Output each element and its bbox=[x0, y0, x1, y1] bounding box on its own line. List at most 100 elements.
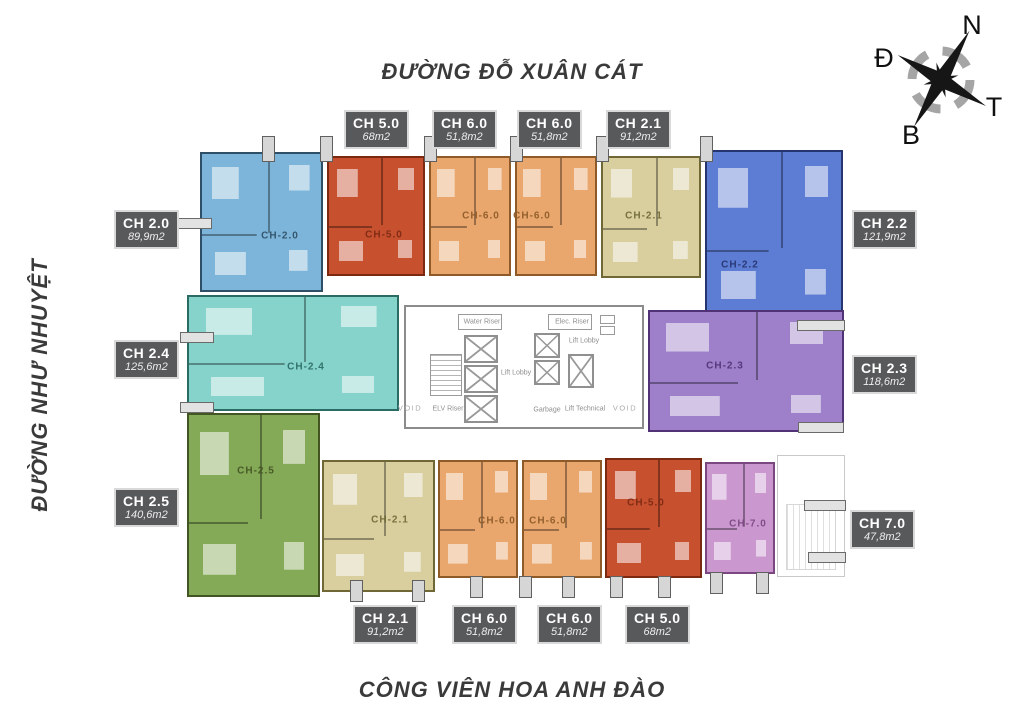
wall-pier bbox=[519, 576, 532, 598]
badge-ch-6-0-top-1: CH 6.0 51,8m2 bbox=[432, 110, 497, 149]
wall-pier bbox=[658, 576, 671, 598]
badge-name: CH 2.3 bbox=[861, 360, 908, 376]
core-label-lift-lobby: Lift Lobby bbox=[500, 369, 532, 377]
compass-star bbox=[897, 30, 987, 127]
badge-ch-6-0-top-2: CH 6.0 51,8m2 bbox=[517, 110, 582, 149]
plan-label-ch-2-1-top: CH-2.1 bbox=[625, 210, 663, 222]
badge-ch-5-0-top: CH 5.0 68m2 bbox=[344, 110, 409, 149]
unit-ch-2-0 bbox=[200, 152, 323, 292]
badge-ch-6-0-bottom-1: CH 6.0 51,8m2 bbox=[452, 605, 517, 644]
wall-pier bbox=[412, 580, 425, 602]
balcony-slab bbox=[808, 552, 846, 563]
wall-pier bbox=[596, 136, 609, 162]
badge-name: CH 6.0 bbox=[546, 610, 593, 626]
compass-b-label: B bbox=[902, 120, 920, 150]
chute-box bbox=[600, 315, 615, 324]
unit-ch-2-1-bottom bbox=[322, 460, 435, 592]
plan-label-ch-2-0: CH-2.0 bbox=[261, 230, 299, 242]
wall-pier bbox=[710, 572, 723, 594]
wall-pier bbox=[320, 136, 333, 162]
unit-ch-6-0-top-1 bbox=[429, 156, 511, 276]
core-label-garbage: Garbage bbox=[533, 406, 561, 414]
badge-name: CH 5.0 bbox=[634, 610, 681, 626]
wall-pier bbox=[350, 580, 363, 602]
core-label-lift-lobby-2: Lift Lobby bbox=[568, 337, 600, 345]
badge-ch-2-4: CH 2.4 125,6m2 bbox=[114, 340, 179, 379]
badge-name: CH 7.0 bbox=[859, 515, 906, 531]
balcony-slab bbox=[180, 402, 214, 413]
elevator-shaft-icon bbox=[464, 335, 498, 363]
unit-ch-5-0-top bbox=[327, 156, 425, 276]
elevator-shaft-icon bbox=[534, 360, 560, 385]
badge-name: CH 2.2 bbox=[861, 215, 908, 231]
plan-label-ch-2-5: CH-2.5 bbox=[237, 465, 275, 477]
badge-area: 91,2m2 bbox=[619, 131, 657, 143]
badge-name: CH 6.0 bbox=[526, 115, 573, 131]
unit-ch-7-0 bbox=[705, 462, 775, 574]
core-label-water-riser: Water Riser bbox=[463, 318, 501, 326]
unit-ch-6-0-bottom-1 bbox=[438, 460, 518, 578]
wall-pier bbox=[562, 576, 575, 598]
badge-area: 51,8m2 bbox=[465, 626, 503, 638]
badge-ch-7-0: CH 7.0 47,8m2 bbox=[850, 510, 915, 549]
elevator-shaft-icon bbox=[464, 395, 498, 423]
plan-label-ch-2-3: CH-2.3 bbox=[706, 360, 744, 372]
badge-area: 91,2m2 bbox=[366, 626, 404, 638]
elevator-shaft-icon bbox=[534, 333, 560, 358]
badge-name: CH 6.0 bbox=[441, 115, 488, 131]
badge-ch-2-5: CH 2.5 140,6m2 bbox=[114, 488, 179, 527]
badge-name: CH 6.0 bbox=[461, 610, 508, 626]
badge-name: CH 2.1 bbox=[615, 115, 662, 131]
badge-area: 89,9m2 bbox=[127, 231, 165, 243]
compass-ring bbox=[907, 46, 975, 114]
core-label-elv-riser: ELV Riser bbox=[432, 405, 464, 413]
badge-ch-2-1-bottom: CH 2.1 91,2m2 bbox=[353, 605, 418, 644]
unit-ch-2-5 bbox=[187, 413, 320, 597]
plan-label-ch-2-4: CH-2.4 bbox=[287, 361, 325, 373]
plan-label-ch-6-0-top-1: CH-6.0 bbox=[462, 210, 500, 222]
unit-ch-2-2 bbox=[705, 150, 843, 320]
wall-pier bbox=[610, 576, 623, 598]
water-riser-room bbox=[458, 314, 502, 330]
core-label-lift-technical: Lift Technical bbox=[564, 405, 606, 413]
balcony-slab bbox=[804, 500, 846, 511]
badge-area: 125,6m2 bbox=[124, 361, 168, 373]
wall-pier bbox=[700, 136, 713, 162]
badge-ch-5-0-bottom: CH 5.0 68m2 bbox=[625, 605, 690, 644]
chute-box bbox=[600, 326, 615, 335]
compass-t-label: T bbox=[986, 92, 1003, 122]
wall-pier bbox=[756, 572, 769, 594]
badge-area: 68m2 bbox=[362, 131, 391, 143]
plan-label-ch-7-0: CH-7.0 bbox=[729, 518, 767, 530]
void-label-left: VOID bbox=[397, 403, 423, 413]
unit-ch-2-1-top bbox=[601, 156, 701, 278]
balcony-slab bbox=[797, 320, 845, 331]
wall-pier bbox=[470, 576, 483, 598]
badge-name: CH 2.1 bbox=[362, 610, 409, 626]
building-core: Water Riser Elec. Riser Lift Lobby Lift … bbox=[404, 305, 644, 429]
plan-label-ch-6-0-top-2: CH-6.0 bbox=[513, 210, 551, 222]
badge-name: CH 2.4 bbox=[123, 345, 170, 361]
street-label-top: ĐƯỜNG ĐỖ XUÂN CÁT bbox=[381, 59, 643, 84]
badge-area: 121,9m2 bbox=[862, 231, 906, 243]
wall-pier bbox=[262, 136, 275, 162]
badge-name: CH 2.0 bbox=[123, 215, 170, 231]
compass-n-label: N bbox=[962, 10, 982, 40]
badge-area: 51,8m2 bbox=[550, 626, 588, 638]
badge-area: 118,6m2 bbox=[863, 376, 906, 388]
park-label-bottom: CÔNG VIÊN HOA ANH ĐÀO bbox=[358, 677, 666, 702]
badge-area: 47,8m2 bbox=[863, 531, 901, 543]
plan-label-ch-5-0-top: CH-5.0 bbox=[365, 229, 403, 241]
core-stairs-icon bbox=[430, 354, 462, 396]
unit-ch-6-0-top-2 bbox=[515, 156, 597, 276]
compass-rose: N Đ T B bbox=[874, 10, 1003, 150]
plan-label-ch-2-1-bottom: CH-2.1 bbox=[371, 514, 409, 526]
badge-name: CH 5.0 bbox=[353, 115, 400, 131]
badge-ch-2-3: CH 2.3 118,6m2 bbox=[852, 355, 917, 394]
plan-label-ch-6-0-bottom-1: CH-6.0 bbox=[478, 515, 516, 527]
badge-area: 51,8m2 bbox=[530, 131, 568, 143]
plan-label-ch-6-0-bottom-2: CH-6.0 bbox=[529, 515, 567, 527]
void-label-right: VOID bbox=[612, 403, 638, 413]
unit-ch-2-4 bbox=[187, 295, 399, 411]
